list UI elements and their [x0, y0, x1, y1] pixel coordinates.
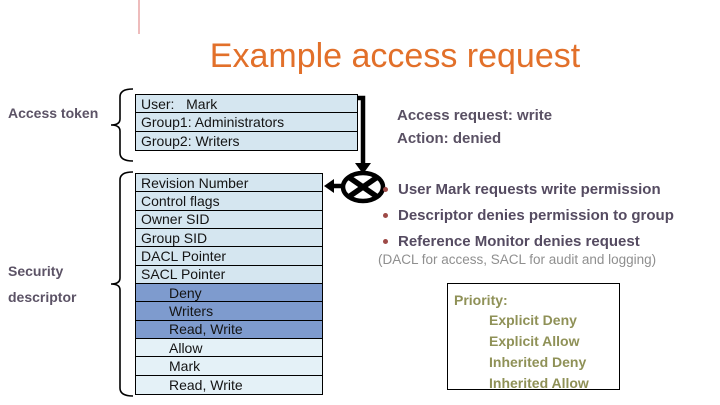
descriptor-row: Control flags: [136, 192, 322, 211]
descriptor-row: Read, Write: [136, 375, 322, 394]
bullet-text: User Mark requests write permission: [398, 180, 661, 198]
access-token-label: Access token: [8, 105, 99, 121]
security-descriptor-label-line2: descriptor: [8, 289, 77, 305]
descriptor-row: Deny: [136, 284, 322, 303]
access-request-line: Access request: write: [397, 107, 553, 124]
descriptor-row: Writers: [136, 302, 322, 321]
priority-box: Priority: Explicit Deny Explicit Allow I…: [447, 283, 620, 391]
bullet-dot-icon: [383, 238, 388, 244]
descriptor-row: Read, Write: [136, 320, 322, 339]
security-descriptor-box: Revision Number Control flags Owner SID …: [135, 173, 323, 395]
bullet-text: Descriptor denies permission to group: [398, 206, 674, 224]
token-row: Group1: Administrators: [136, 113, 357, 132]
action-line: Action: denied: [397, 130, 502, 147]
priority-item: Inherited Deny: [489, 354, 587, 370]
bullet-dot-icon: [383, 212, 388, 218]
arrow-down-head-icon: [355, 163, 371, 174]
descriptor-row: DACL Pointer: [136, 247, 322, 266]
bullet-text: Reference Monitor denies request: [398, 232, 640, 250]
descriptor-row: Revision Number: [136, 174, 322, 193]
security-descriptor-label-line1: Security: [8, 263, 64, 279]
token-row: Group2: Writers: [136, 131, 357, 150]
bullet-item: Reference Monitor denies request: [383, 228, 713, 254]
priority-title: Priority:: [454, 292, 508, 308]
descriptor-row: Owner SID: [136, 210, 322, 229]
page-title: Example access request: [209, 36, 581, 75]
priority-item: Explicit Allow: [489, 333, 580, 349]
bullet-item: User Mark requests write permission: [383, 176, 713, 202]
descriptor-row: Group SID: [136, 229, 322, 248]
access-request-status: Access request: write Action: denied: [397, 104, 552, 150]
priority-item: Inherited Allow: [489, 375, 589, 391]
descriptor-row: Mark: [136, 357, 322, 376]
top-accent-line: [138, 0, 140, 34]
elbow-arrow-connector: [358, 95, 366, 164]
access-token-brace-icon: [110, 88, 134, 162]
token-row: User: Mark: [136, 95, 357, 114]
bullet-item: Descriptor denies permission to group: [383, 202, 713, 228]
security-descriptor-label: Security descriptor: [8, 258, 76, 310]
descriptor-row: Allow: [136, 339, 322, 358]
security-descriptor-brace-icon: [110, 171, 134, 397]
denied-flow-connector: [324, 95, 386, 204]
descriptor-row: SACL Pointer: [136, 265, 322, 284]
bullet-dot-icon: [383, 186, 388, 192]
priority-items: Explicit Deny Explicit Allow Inherited D…: [489, 310, 619, 394]
dacl-sacl-note: (DACL for access, SACL for audit and log…: [378, 252, 657, 267]
access-token-box: User: Mark Group1: Administrators Group2…: [135, 94, 358, 151]
arrow-left-head-icon: [324, 179, 334, 193]
priority-item: Explicit Deny: [489, 312, 577, 328]
bullet-list: User Mark requests write permission Desc…: [383, 176, 713, 254]
